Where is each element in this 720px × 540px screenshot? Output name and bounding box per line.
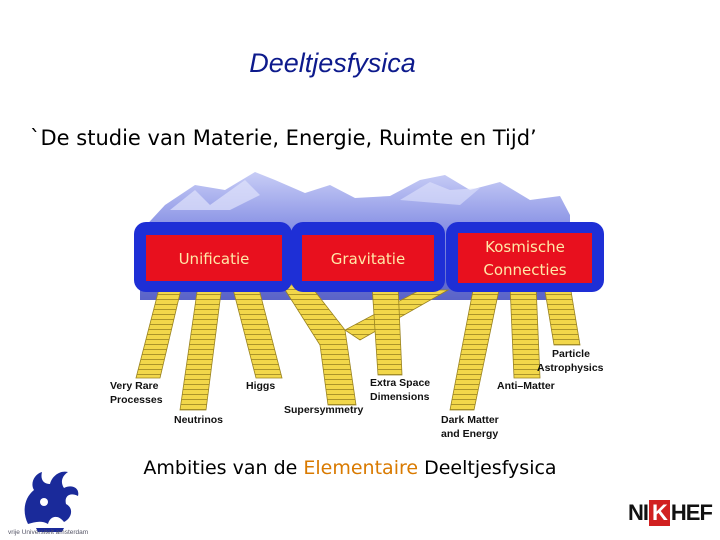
label-dark-matter: Dark Matter (441, 414, 499, 426)
label-higgs: Higgs (246, 380, 275, 392)
caption-part1: Ambities van de (143, 457, 304, 479)
pillar-extra-space (371, 284, 403, 376)
label-and-energy: and Energy (441, 428, 498, 440)
nikhef-hef: HEF (670, 500, 713, 525)
caption-part2: Deeltjesfysica (418, 457, 557, 479)
leaf-labels: Very Rare Processes Neutrinos Higgs Supe… (110, 348, 604, 440)
slide-title: Deeltjesfysica (249, 48, 416, 78)
label-supersymmetry: Supersymmetry (284, 404, 364, 416)
vu-griffin-logo (24, 471, 79, 532)
label-neutrinos: Neutrinos (174, 414, 223, 426)
nikhef-k: K (649, 500, 670, 526)
caption-highlight: Elementaire (303, 457, 419, 479)
label-extra-space: Extra Space (370, 377, 430, 389)
pillar-supersymmetry (281, 284, 357, 406)
box-label-kosmische: Kosmische (485, 238, 565, 256)
box-unificatie: Unificatie (134, 222, 292, 292)
label-particle: Particle (552, 348, 590, 360)
vu-logo-text: vrije Universiteit amsterdam (8, 529, 89, 536)
pillar-dark-matter (449, 284, 501, 411)
caption: Ambities van de Elementaire Deeltjesfysi… (0, 457, 700, 479)
label-dimensions: Dimensions (370, 391, 430, 403)
box-label-gravitatie: Gravitatie (331, 250, 405, 268)
box-kosmische-connecties: Kosmische Connecties (446, 222, 604, 292)
box-gravitatie: Gravitatie (291, 222, 445, 292)
box-label-connecties: Connecties (483, 261, 566, 279)
label-astrophysics: Astrophysics (537, 362, 604, 374)
box-label-unificatie: Unificatie (179, 250, 250, 268)
pillar-astrophysics (543, 284, 581, 346)
label-very-rare: Very Rare (110, 380, 159, 392)
label-anti-matter: Anti–Matter (497, 380, 555, 392)
pillar-anti-matter (509, 284, 541, 379)
label-processes: Processes (110, 394, 163, 406)
pillar-neutrinos (179, 284, 223, 411)
nikhef-ni: NI (628, 500, 649, 525)
slide-subtitle: `De studie van Materie, Energie, Ruimte … (30, 126, 537, 150)
